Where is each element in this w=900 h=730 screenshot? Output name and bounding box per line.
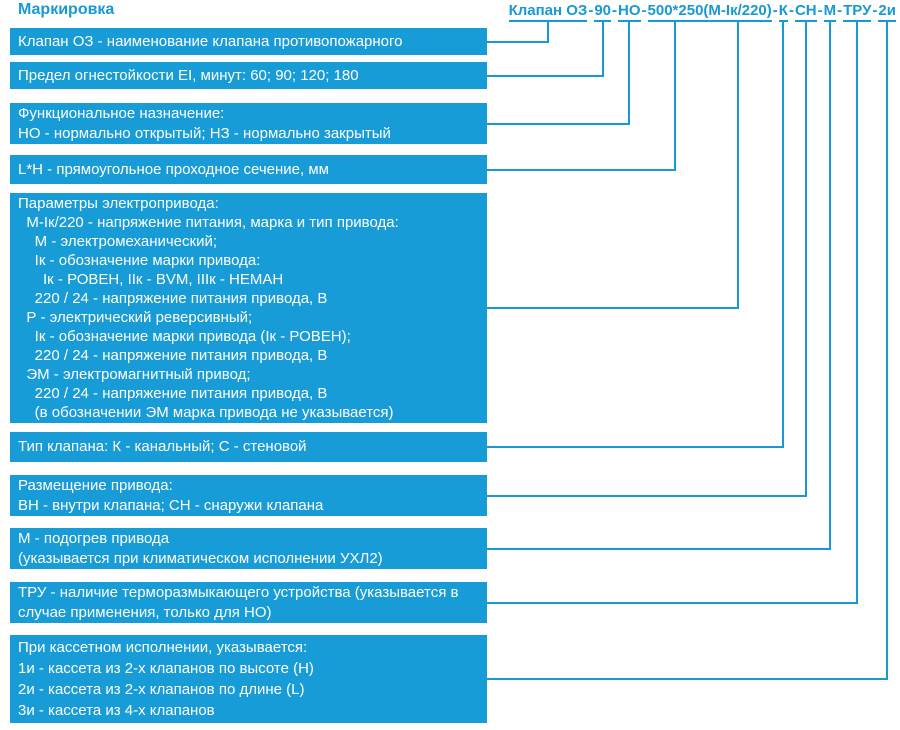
- box-actuator-placement-label: Размещение привода: ВН - внутри клапана;…: [18, 476, 324, 514]
- box-fire-resistance: Предел огнестойкости EI, минут: 60; 90; …: [10, 62, 487, 89]
- designation-segment: Клапан ОЗ: [508, 2, 588, 22]
- connector-line: [487, 21, 784, 448]
- box-cassette: При кассетном исполнении, указывается: 1…: [10, 635, 487, 723]
- box-tru-device-label: ТРУ - наличие терморазмыкающего устройст…: [18, 583, 463, 621]
- designation-separator: -: [872, 2, 878, 19]
- box-fire-resistance-label: Предел огнестойкости EI, минут: 60; 90; …: [18, 66, 359, 84]
- connector-line: [487, 21, 676, 171]
- connector-line: [487, 21, 858, 604]
- connector-line: [487, 21, 831, 550]
- box-function-label: Функциональное назначение: НО - нормальн…: [18, 104, 391, 142]
- designation-segment: НО: [618, 2, 641, 22]
- box-actuator-params-label: Параметры электропривода: М-Iк/220 - нап…: [18, 195, 399, 421]
- connector-line: [487, 21, 604, 77]
- connector-line: [487, 21, 807, 497]
- designation-segment: К: [778, 2, 788, 22]
- designation-separator: -: [772, 2, 778, 19]
- box-valve-type: Тип клапана: К - канальный; С - стеновой: [10, 432, 487, 462]
- designation-segment: 90: [594, 2, 612, 22]
- box-valve-type-label: Тип клапана: К - канальный; С - стеновой: [18, 438, 307, 455]
- designation-segment: ТРУ: [843, 2, 872, 22]
- box-actuator-heating: М - подогрев привода (указывается при кл…: [10, 528, 487, 569]
- connector-line: [487, 21, 549, 43]
- box-cross-section: L*H - прямоугольное проходное сечение, м…: [10, 155, 487, 184]
- box-valve-name: Клапан ОЗ - наименование клапана противо…: [10, 28, 487, 55]
- designation-segment: 500*250: [647, 2, 704, 22]
- designation-separator: -: [612, 2, 618, 19]
- designation: Клапан ОЗ-90-НО-500*250(М-Iк/220)-К-СН-М…: [508, 2, 896, 22]
- designation-separator: -: [837, 2, 843, 19]
- box-tru-device: ТРУ - наличие терморазмыкающего устройст…: [10, 582, 487, 623]
- box-cross-section-label: L*H - прямоугольное проходное сечение, м…: [18, 160, 329, 178]
- box-cassette-label: При кассетном исполнении, указывается: 1…: [18, 639, 314, 719]
- connector-line: [487, 21, 630, 125]
- box-actuator-heating-label: М - подогрев привода (указывается при кл…: [18, 529, 383, 567]
- designation-segment: (М-Iк/220): [703, 2, 772, 22]
- designation-segment: 2и: [878, 2, 896, 22]
- designation-separator: -: [588, 2, 594, 19]
- designation-separator: -: [641, 2, 647, 19]
- designation-segment: СН: [794, 2, 817, 22]
- page-title: Маркировка: [18, 1, 115, 18]
- connector-line: [487, 21, 888, 680]
- designation-separator: -: [817, 2, 823, 19]
- box-valve-name-label: Клапан ОЗ - наименование клапана противо…: [18, 32, 403, 50]
- designation-separator: -: [788, 2, 794, 19]
- box-actuator-placement: Размещение привода: ВН - внутри клапана;…: [10, 475, 487, 516]
- designation-segment: М: [823, 2, 837, 22]
- connector-line: [487, 21, 739, 309]
- box-actuator-params: Параметры электропривода: М-Iк/220 - нап…: [10, 193, 487, 423]
- box-function: Функциональное назначение: НО - нормальн…: [10, 103, 487, 144]
